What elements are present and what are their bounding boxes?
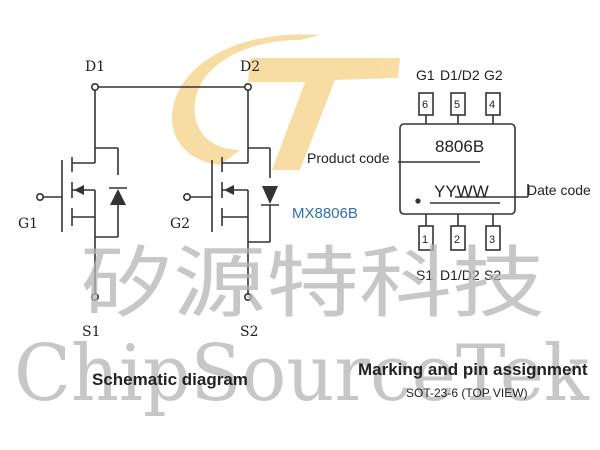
top-pin-number-1: 6 [422, 99, 428, 111]
mosfet-q1 [43, 147, 127, 294]
bottom-pin-label-1: S1 [416, 267, 433, 283]
watermark-chinese: 矽源特科技 [80, 239, 545, 329]
terminal-g1 [35, 193, 44, 202]
watermark-text: 矽源特科技 ChipSourceTek [14, 239, 590, 419]
bottom-pin-label-2: D1/D2 [440, 267, 480, 283]
pin-label-d2: D2 [240, 59, 260, 75]
watermark-english: ChipSourceTek [14, 329, 590, 419]
product-code-label: Product code [307, 150, 390, 166]
bottom-pin-number-1: 1 [422, 234, 428, 246]
package-subcaption: SOT-23-6 (TOP VIEW) [406, 386, 528, 400]
top-pin-number-2: 5 [454, 99, 460, 111]
bottom-pin-number-2: 2 [454, 234, 460, 246]
product-code-marking: 8806B [435, 137, 484, 156]
pin-label-g2: G2 [170, 216, 190, 232]
date-code-marking: YYWW [434, 182, 489, 201]
bottom-pin-number-3: 3 [489, 234, 495, 246]
bottom-pin-label-3: S2 [484, 267, 501, 283]
chipsourcetek-logo-watermark [172, 34, 400, 170]
part-number: MX8806B [292, 205, 358, 222]
pin-label-d1: D1 [85, 59, 105, 75]
pin-label-s1: S1 [82, 324, 101, 340]
mosfet-q2 [190, 147, 279, 294]
top-pin-label-3: G2 [484, 67, 503, 83]
pin-label-s2: S2 [240, 324, 259, 340]
schematic [35, 83, 279, 301]
terminal-d2 [244, 83, 253, 92]
terminal-g2 [183, 193, 192, 202]
marking-caption: Marking and pin assignment [358, 360, 588, 379]
terminal-s1 [91, 292, 100, 301]
date-code-label: Date code [527, 182, 591, 198]
sot23-6-package [398, 92, 529, 251]
terminal-d1 [91, 83, 100, 92]
pin-label-g1: G1 [18, 216, 38, 232]
terminal-s2 [244, 292, 253, 301]
pin-1-marker [415, 198, 421, 204]
schematic-caption: Schematic diagram [92, 370, 248, 389]
top-pin-number-3: 4 [489, 99, 495, 111]
top-pin-label-2: D1/D2 [440, 67, 480, 83]
top-pin-label-1: G1 [416, 67, 435, 83]
